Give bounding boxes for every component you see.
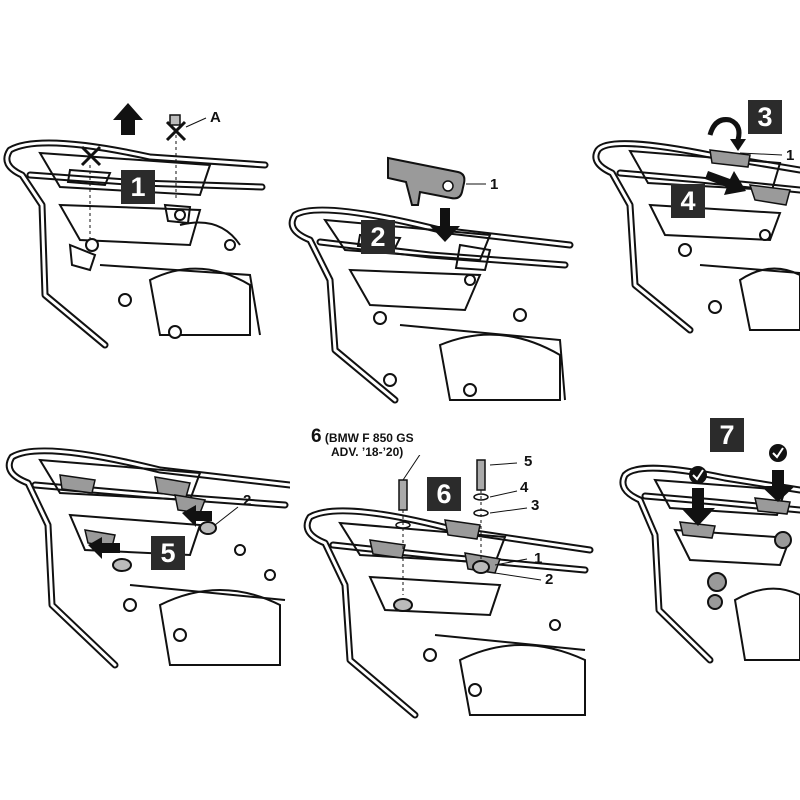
down-arrow-icon xyxy=(705,171,746,195)
step-6-note-line1: (BMW F 850 GS xyxy=(324,431,414,445)
step-6-note-number: 6 xyxy=(311,426,322,447)
callout-3: 3 xyxy=(531,497,540,514)
step-1-badge: 1 xyxy=(121,170,155,204)
step-4-badge: 4 xyxy=(671,184,705,218)
step-7-badge: 7 xyxy=(710,418,744,452)
step-5-illustration xyxy=(5,447,290,669)
check-icon xyxy=(769,444,787,462)
down-arrow-icon xyxy=(182,505,212,527)
step-6-illustration xyxy=(303,455,594,719)
step-7-illustration xyxy=(619,444,800,664)
step-2-badge: 2 xyxy=(361,220,395,254)
step-6-badge: 6 xyxy=(427,477,461,511)
callout-A: A xyxy=(210,109,221,126)
down-arrow-icon xyxy=(681,488,715,526)
step-6-note-line2: ADV. ’18-’20) xyxy=(331,445,404,459)
callout-5: 5 xyxy=(524,453,533,470)
rotate-arrow-icon xyxy=(707,117,742,141)
x-mark-icon xyxy=(80,145,102,167)
up-arrow-icon xyxy=(113,103,143,135)
callout-1: 1 xyxy=(490,176,499,193)
step-1-illustration xyxy=(3,103,269,349)
down-arrow-icon xyxy=(761,470,795,502)
step-3-4-illustration xyxy=(592,117,800,334)
check-icon xyxy=(689,466,707,484)
callout-2: 2 xyxy=(243,492,252,509)
callout-1: 1 xyxy=(786,147,795,164)
step-5-badge: 5 xyxy=(151,536,185,570)
callout-2: 2 xyxy=(545,571,554,588)
down-arrow-icon xyxy=(430,208,460,242)
callout-1: 1 xyxy=(534,550,543,567)
step-2-illustration xyxy=(288,156,574,404)
callout-4: 4 xyxy=(520,479,529,496)
step-6-model-note: 6 (BMW F 850 GS ADV. ’18-’20) xyxy=(311,427,414,459)
down-arrow-icon xyxy=(88,537,120,559)
step-3-badge: 3 xyxy=(748,100,782,134)
